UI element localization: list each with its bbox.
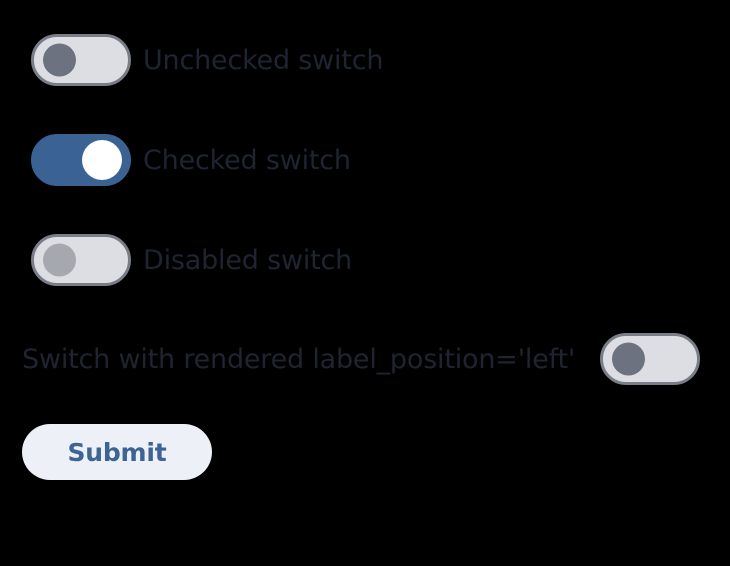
- switch-row-checked: Checked switch: [31, 132, 351, 188]
- checked-switch-label: Checked switch: [143, 144, 351, 176]
- switch-knob: [82, 140, 122, 180]
- submit-button[interactable]: Submit: [22, 424, 212, 480]
- unchecked-switch-toggle[interactable]: [31, 34, 131, 86]
- switch-row-label-left: Switch with rendered label_position='lef…: [22, 331, 700, 387]
- switch-knob: [43, 43, 76, 77]
- switch-row-unchecked: Unchecked switch: [31, 32, 383, 88]
- label-left-switch-toggle[interactable]: [600, 333, 700, 385]
- switch-knob: [43, 243, 76, 277]
- disabled-switch-toggle: [31, 234, 131, 286]
- switch-knob: [612, 342, 645, 376]
- unchecked-switch-label: Unchecked switch: [143, 44, 384, 76]
- checked-switch-toggle[interactable]: [31, 134, 131, 186]
- switch-row-disabled: Disabled switch: [31, 232, 352, 288]
- label-left-switch-label: Switch with rendered label_position='lef…: [22, 343, 576, 375]
- disabled-switch-label: Disabled switch: [143, 244, 353, 276]
